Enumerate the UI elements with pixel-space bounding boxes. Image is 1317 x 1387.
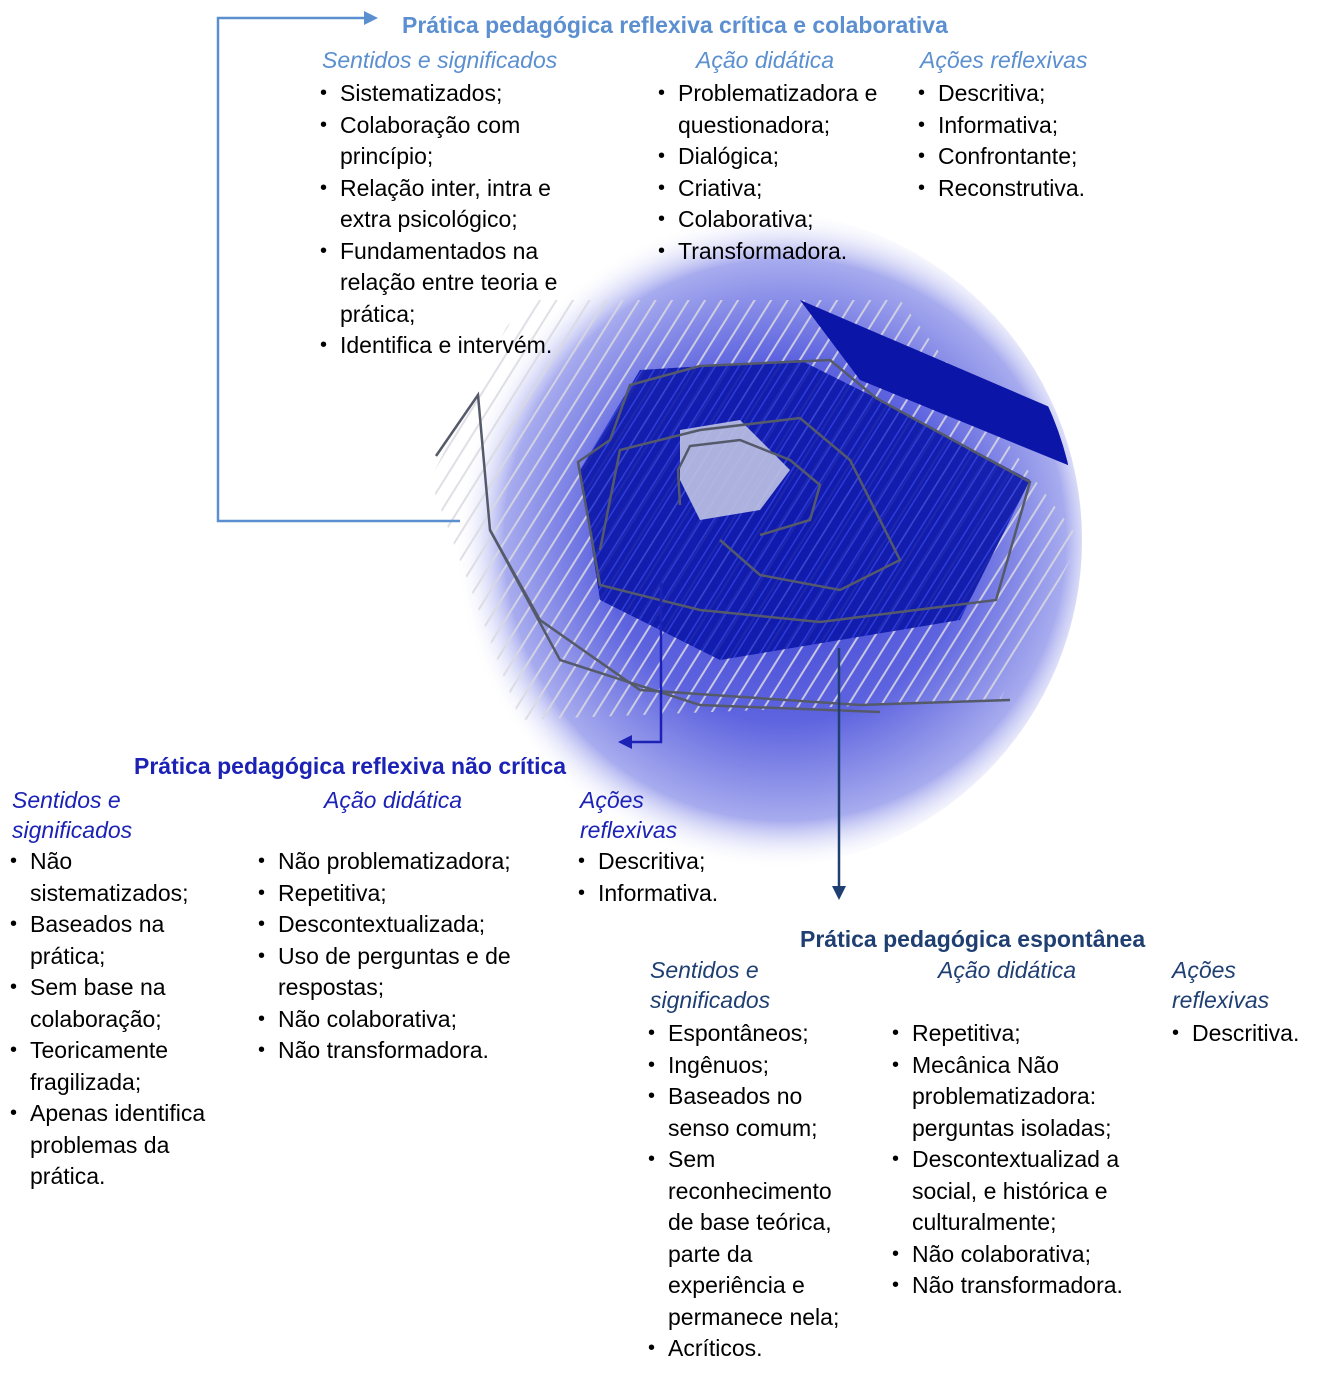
heading-line: Sentidos e [12,787,121,813]
list-item: Problematizadora e questionadora; [656,78,896,141]
heading-critica-sentidos: Sentidos e significados [322,47,558,73]
list-item: Repetitiva; [890,1018,1150,1050]
heading-line: Sentidos e [650,957,759,983]
arrow-to-espontanea [832,648,846,900]
heading-espontanea-reflexivas: Ações reflexivas [1172,955,1269,1015]
list-item: Apenas identifica problemas da prática. [8,1098,223,1193]
list-item: Não transformadora. [256,1035,541,1067]
list-item: Descritiva. [1170,1018,1315,1050]
list-item: Descontextualizada; [256,909,541,941]
heading-line: reflexivas [1172,987,1270,1013]
heading-nao-critica-reflexivas: Ações reflexivas [580,785,677,845]
list-nao-critica-sentidos: Não sistematizados; Baseados na prática;… [8,846,223,1193]
list-item: Uso de perguntas e de respostas; [256,941,541,1004]
list-espontanea-reflexivas: Descritiva. [1170,1018,1315,1050]
list-espontanea-acao: Repetitiva; Mecânica Não problematizador… [890,1018,1150,1302]
list-espontanea-sentidos: Espontâneos; Ingênuos; Baseados no senso… [646,1018,861,1365]
list-critica-reflexivas: Descritiva; Informativa; Confrontante; R… [916,78,1156,204]
heading-espontanea-acao: Ação didática [938,957,1077,983]
list-item: Mecânica Não problematizadora: perguntas… [890,1050,1150,1145]
heading-critica-acao: Ação didática [696,47,835,73]
list-item: Reconstrutiva. [916,173,1156,205]
list-nao-critica-reflexivas: Descritiva; Informativa. [576,846,776,909]
list-item: Não colaborativa; [256,1004,541,1036]
arrow-to-critica [216,11,460,523]
list-item: Acríticos. [646,1333,861,1365]
list-item: Descritiva; [576,846,776,878]
heading-nao-critica-sentidos: Sentidos e significados [12,785,132,845]
list-item: Relação inter, intra e extra psicológico… [318,173,608,236]
heading-line: significados [650,987,771,1013]
list-item: Dialógica; [656,141,896,173]
list-item: Colaboração com princípio; [318,110,608,173]
list-item: Não problematizadora; [256,846,541,878]
list-critica-sentidos: Sistematizados; Colaboração com princípi… [318,78,608,362]
list-item: Identifica e intervém. [318,330,608,362]
title-espontanea: Prática pedagógica espontânea [800,926,1146,952]
list-item: Descritiva; [916,78,1156,110]
list-item: Informativa; [916,110,1156,142]
list-item: Sem reconhecimento de base teórica, part… [646,1144,861,1333]
list-item: Transformadora. [656,236,896,268]
list-item: Não transformadora. [890,1270,1150,1302]
spiral-outline [434,358,1032,714]
heading-critica-reflexivas: Ações reflexivas [920,47,1088,73]
heading-espontanea-sentidos: Sentidos e significados [650,955,770,1015]
heading-line: Ações [580,787,644,813]
list-item: Sistematizados; [318,78,608,110]
spiral-stripes [430,300,1077,720]
list-item: Informativa. [576,878,776,910]
title-critica: Prática pedagógica reflexiva crítica e c… [402,12,948,38]
list-critica-acao: Problematizadora e questionadora; Dialóg… [656,78,896,267]
title-nao-critica: Prática pedagógica reflexiva não crítica [134,753,567,779]
list-item: Ingênuos; [646,1050,861,1082]
heading-line: significados [12,817,133,843]
list-nao-critica-acao: Não problematizadora; Repetitiva; Descon… [256,846,541,1067]
list-item: Sem base na colaboração; [8,972,223,1035]
list-item: Repetitiva; [256,878,541,910]
heading-line: reflexivas [580,817,678,843]
heading-nao-critica-acao: Ação didática [324,787,463,813]
list-item: Espontâneos; [646,1018,861,1050]
list-item: Não sistematizados; [8,846,223,909]
list-item: Teoricamente fragilizada; [8,1035,223,1098]
list-item: Colaborativa; [656,204,896,236]
arrow-to-nao-critica [618,582,663,749]
list-item: Confrontante; [916,141,1156,173]
list-item: Baseados na prática; [8,909,223,972]
list-item: Baseados no senso comum; [646,1081,861,1144]
list-item: Criativa; [656,173,896,205]
list-item: Não colaborativa; [890,1239,1150,1271]
heading-line: Ações [1172,957,1236,983]
list-item: Descontextualizad a social, e histórica … [890,1144,1150,1239]
list-item: Fundamentados na relação entre teoria e … [318,236,608,331]
